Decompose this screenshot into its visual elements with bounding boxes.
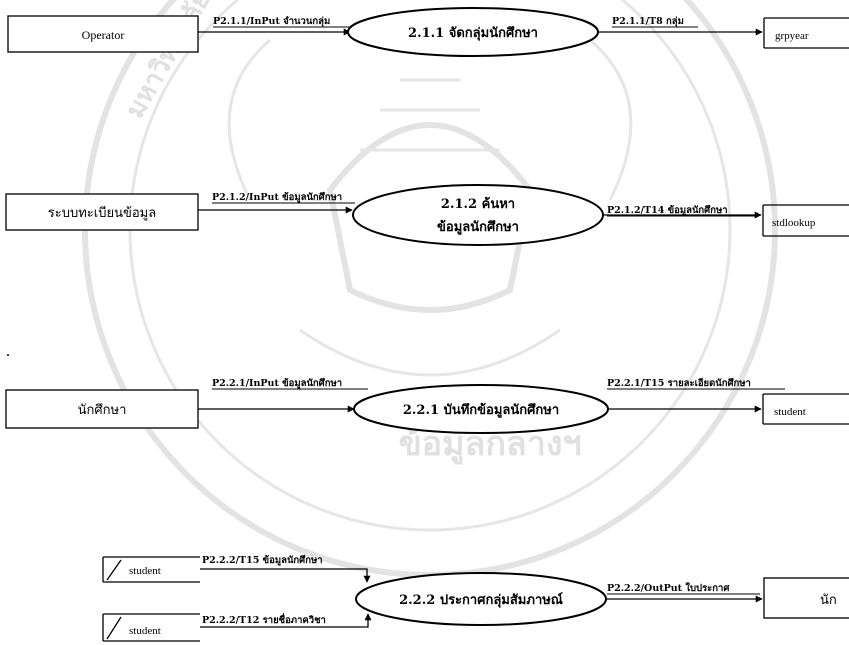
flow-label-212-in: P2.1.2/InPut ข้อมูลนักศึกษา xyxy=(212,191,342,204)
flow-label-212-out: P2.1.2/T14 ข้อมูลนักศึกษา xyxy=(607,204,728,217)
process-label: 2.1.1 จัดกลุ่มนักศึกษา xyxy=(408,25,538,41)
external-entity-student: นักศึกษา xyxy=(5,389,199,429)
flow-arrow-222-in1 xyxy=(200,568,371,583)
entity-label: ระบบทะเบียนข้อมูล xyxy=(48,205,156,221)
process-label-line2: ข้อมูลนักศึกษา xyxy=(437,219,519,235)
flow-label-221-in: P2.2.1/InPut ข้อมูลนักศึกษา xyxy=(212,377,342,390)
seal-crown-lines xyxy=(360,78,500,152)
watermark-seal: มหาวิทยาลัยเทคโนโลยีราชมงคลพระนคร ข้อมูล… xyxy=(82,0,778,578)
process-label: 2.2.1 บันทึกข้อมูลนักศึกษา xyxy=(403,402,559,418)
flow-label-222-out: P2.2.2/OutPut ใบประกาศ xyxy=(607,582,730,594)
data-store-label: grpyear xyxy=(775,30,809,42)
data-store-grpyear: grpyear xyxy=(763,17,849,49)
external-entity-student-output: นัก xyxy=(763,577,849,619)
data-store-label: stdlookup xyxy=(772,217,816,229)
data-store-student-input-2: student xyxy=(102,613,200,642)
flow-label-211-out: P2.1.1/T8 กลุ่ม xyxy=(612,16,684,27)
flow-label-222-in1: P2.2.2/T15 ข้อมูลนักศึกษา xyxy=(202,554,323,567)
entity-label: นักศึกษา xyxy=(78,403,127,418)
flow-label-222-in2: P2.2.2/T12 รายชื่อภาควิชา xyxy=(202,612,326,626)
process-label-line1: 2.1.2 ค้นหา xyxy=(441,196,515,212)
data-store-student-output: student xyxy=(762,393,849,425)
entity-label: นัก xyxy=(820,593,837,608)
data-store-student-input-1: student xyxy=(102,556,200,583)
flow-label-211-in: P2.1.1/InPut จำนวนกลุ่ม xyxy=(213,16,330,27)
seal-base-arc xyxy=(299,328,561,377)
flow-label-221-out: P2.2.1/T15 รายละเอียดนักศึกษา xyxy=(607,377,751,389)
data-store-stdlookup: stdlookup xyxy=(762,204,849,237)
data-store-label: student xyxy=(774,406,806,418)
seal-outer-ring xyxy=(82,0,778,578)
external-entity-registration-system: ระบบทะเบียนข้อมูล xyxy=(5,193,199,231)
external-entity-operator: Operator xyxy=(7,15,199,53)
flow-arrow-222-in2 xyxy=(200,613,372,628)
data-store-label: student xyxy=(129,625,161,637)
seal-flourish xyxy=(227,38,633,201)
process-221: 2.2.1 บันทึกข้อมูลนักศึกษา xyxy=(353,384,609,434)
entity-label: Operator xyxy=(82,28,125,42)
process-label: 2.2.2 ประกาศกลุ่มสัมภาษณ์ xyxy=(399,592,563,608)
process-212: 2.1.2 ค้นหา ข้อมูลนักศึกษา xyxy=(352,184,604,246)
data-store-label: student xyxy=(129,565,161,577)
process-222: 2.2.2 ประกาศกลุ่มสัมภาษณ์ xyxy=(355,572,607,626)
stray-dot xyxy=(7,354,9,356)
process-211: 2.1.1 จัดกลุ่มนักศึกษา xyxy=(347,7,599,57)
